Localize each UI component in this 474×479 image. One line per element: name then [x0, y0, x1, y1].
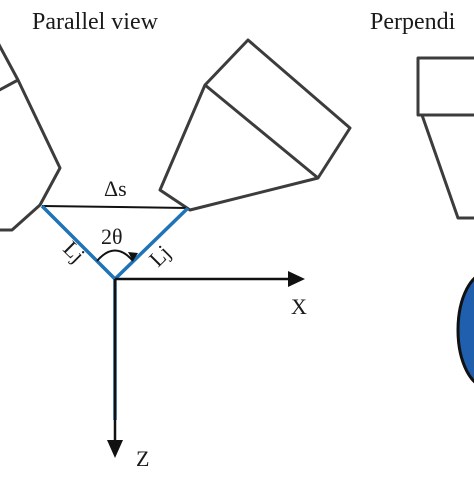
- perpendicular-nozzle: [416, 56, 474, 220]
- delta-s-label: Δs: [104, 176, 127, 201]
- x-axis-label: X: [291, 294, 307, 319]
- right-jet-line: [113, 206, 190, 281]
- droplet-shape: [456, 276, 474, 384]
- angle-arc-arrowhead: [128, 252, 138, 261]
- title-parallel-view: Parallel view: [32, 9, 159, 35]
- perpendicular-nozzle-cone: [420, 113, 474, 220]
- left-jet-line: [40, 204, 117, 281]
- delta-s-line: [41, 205, 189, 209]
- lj-left-label: Lj: [58, 236, 90, 268]
- z-axis-label: Z: [136, 446, 149, 471]
- right-nozzle: [158, 38, 352, 212]
- x-axis-arrowhead: [288, 271, 305, 287]
- perpendicular-nozzle-top: [416, 56, 474, 117]
- angle-arc: [96, 249, 134, 262]
- z-axis-arrowhead: [107, 440, 123, 458]
- title-perpendicular-view: Perpendi: [370, 9, 456, 35]
- left-nozzle-body: [0, 43, 62, 232]
- left-nozzle: [0, 43, 62, 232]
- two-theta-label: 2θ: [101, 224, 123, 249]
- left-nozzle-band: [0, 78, 19, 92]
- right-nozzle-band: [204, 83, 319, 180]
